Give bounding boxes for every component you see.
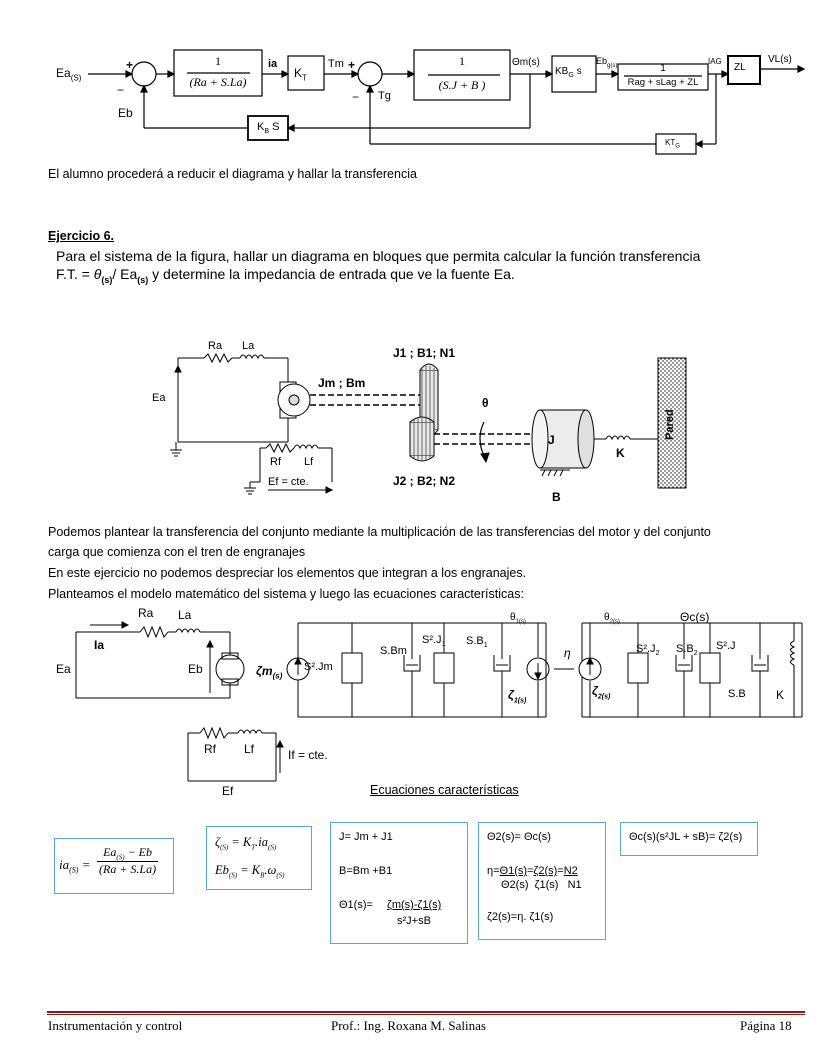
d1-block2-den: (S.J + B ): [438, 78, 486, 92]
equation-inertia: J= Jm + J1 B=Bm +B1 Θ1(s)= ζm(s)-ζ1(s) s…: [330, 822, 468, 944]
fig2-k: K: [616, 446, 625, 460]
fig2-pared: Pared: [664, 409, 676, 440]
d1-block3-den: Rag + sLag + ZL: [627, 77, 699, 88]
fig3-s2jm: S².Jm: [304, 661, 333, 673]
d1-plus1: +: [126, 58, 134, 72]
d1-kt: KT: [294, 66, 307, 83]
fig3-th2: θ2(s): [604, 612, 620, 625]
d1-input-label: Ea(S): [56, 66, 82, 83]
fig2-b: B: [552, 490, 561, 504]
paragraph-transfer: Podemos plantear la transferencia del co…: [48, 525, 711, 539]
equation-load: Θc(s)(s²JL + sB)= ζ2(s): [620, 822, 758, 856]
footer-course: Instrumentación y control: [48, 1018, 183, 1033]
fig3-la: La: [178, 608, 192, 622]
motor-gear-figure: [170, 352, 687, 495]
d1-ia: ia: [268, 58, 278, 70]
d1-minus1: −: [117, 83, 125, 97]
d1-block1-den: (Ra + S.La): [189, 75, 247, 89]
equation-gear-ratio: Θ2(s)= Θc(s) η=Θ1(s)=ζ2(s)=N2 Θ2(s) ζ1(s…: [478, 822, 606, 940]
d1-tm: Tm: [328, 58, 344, 70]
d1-tg: Tg: [378, 90, 391, 102]
fig3-s2j1: S².J1: [422, 634, 446, 649]
fig3-th1: θ1(s): [510, 612, 526, 625]
fig3-if: If = cte.: [288, 748, 328, 762]
fig2-j: J: [548, 433, 555, 447]
fig3-sb2: S.B2: [676, 643, 698, 658]
d1-block1-num: 1: [215, 54, 221, 68]
fig3-zm: ζm(s): [256, 664, 283, 681]
fig2-ea: Ea: [152, 392, 166, 404]
fig3-ea: Ea: [56, 662, 71, 676]
fig3-eta: η: [564, 646, 571, 660]
block-diagram-1: [88, 49, 806, 155]
d1-plus2: +: [348, 58, 356, 72]
fig2-jm: Jm ; Bm: [318, 376, 366, 390]
fig3-ia: Ia: [94, 638, 105, 652]
footer-professor: Prof.: Ing. Roxana M. Salinas: [331, 1018, 486, 1033]
fig2-theta: θ: [482, 396, 489, 410]
d1-eb: Eb: [118, 106, 133, 120]
d1-ebg: Ebg(s): [596, 56, 618, 69]
fig3-lf: Lf: [244, 742, 255, 756]
d1-vl: VL(s): [768, 54, 792, 65]
d1-zl: ZL: [734, 62, 746, 73]
fig2-ef: Ef = cte.: [268, 476, 309, 488]
fig3-s2j: S².J: [716, 640, 736, 652]
footer-rule-thin: [47, 1014, 805, 1015]
d1-block3-num: 1: [660, 63, 666, 74]
paragraph-load: carga que comienza con el tren de engran…: [48, 545, 306, 559]
fig3-sbm: S.Bm: [380, 645, 407, 657]
d1-ktg: KTG: [665, 138, 680, 150]
d1-theta-m: Θm(s): [512, 57, 540, 68]
fig2-j2: J2 ; B2; N2: [393, 474, 456, 488]
fig3-eb: Eb: [188, 662, 203, 676]
fig3-sb1: S.B1: [466, 635, 488, 650]
fig2-la: La: [242, 340, 255, 352]
equation-ia: ia(S) = Ea(S) − Eb (Ra + S.La): [54, 838, 174, 894]
fig2-lf: Lf: [304, 456, 314, 468]
fig3-z2: ζ2(s): [592, 684, 611, 701]
fig3-z1: ζ1(s): [508, 688, 527, 705]
d1-iag: IAG: [708, 57, 722, 66]
d1-kbs: KB S: [257, 121, 280, 136]
equations-title: Ecuaciones características: [370, 783, 519, 797]
exercise-heading: Ejercicio 6.: [48, 229, 115, 243]
d1-minus2: −: [352, 90, 360, 104]
paragraph-model: Planteamos el modelo matemático del sist…: [48, 587, 524, 601]
paragraph-reduce: El alumno procederá a reducir el diagram…: [48, 167, 417, 181]
d1-block2-num: 1: [459, 54, 465, 68]
fig2-rf: Rf: [270, 456, 281, 468]
footer-rule: [47, 1011, 805, 1013]
fig3-s2j2: S².J2: [636, 643, 660, 658]
fig3-ef: Ef: [222, 784, 234, 798]
equivalent-circuit: [75, 621, 803, 782]
fig3-sb: S.B: [728, 688, 746, 700]
fig2-ra: Ra: [208, 340, 223, 352]
footer-page-number: Página 18: [740, 1018, 792, 1033]
fig3-rf: Rf: [204, 742, 216, 756]
paragraph-gears: En este ejercicio no podemos despreciar …: [48, 566, 527, 580]
equation-torque: ζ(S) = KT.ia(S) Eb(S) = KB.ω(S): [206, 826, 312, 890]
statement-line-2: F.T. = θ(s)/ Ea(s) y determine la impeda…: [56, 266, 515, 285]
fig2-j1: J1 ; B1; N1: [393, 346, 456, 360]
fig3-ra: Ra: [138, 606, 154, 620]
fig3-k: K: [776, 688, 785, 702]
d1-kbg: KBG s: [555, 66, 582, 79]
fig3-thc: Θc(s): [680, 610, 710, 624]
statement-line-1: Para el sistema de la figura, hallar un …: [56, 248, 701, 264]
